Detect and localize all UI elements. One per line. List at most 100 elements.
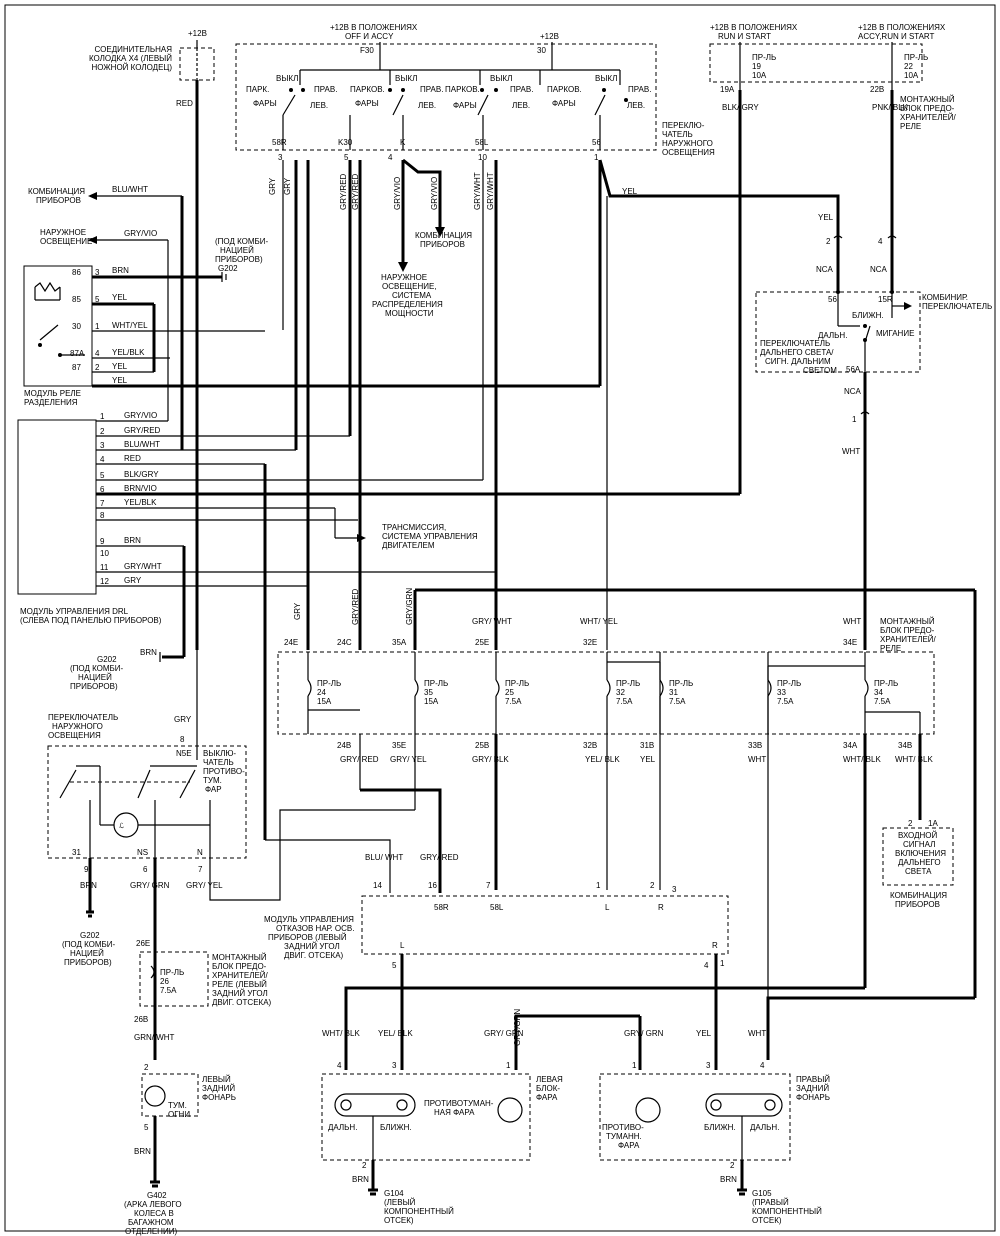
svg-text:1: 1 — [720, 959, 725, 968]
top-right-fuses: +12B В ПОЛОЖЕНИЯХ RUN И START +12B В ПОЛ… — [709, 23, 957, 494]
svg-text:WHT: WHT — [748, 1029, 766, 1038]
svg-text:КОМБИНАЦИЯ: КОМБИНАЦИЯ — [28, 187, 85, 196]
svg-text:WHT/ BLK: WHT/ BLK — [322, 1029, 360, 1038]
svg-text:GRY: GRY — [283, 177, 292, 195]
fuse-label: 35 — [424, 688, 433, 697]
instr-signal: 2 1A ВХОДНОЙ СИГНАЛ ВКЛЮЧЕНИЯ ДАЛЬНЕГО С… — [882, 819, 954, 909]
fuse-label: ПР-ЛЬ — [317, 679, 341, 688]
svg-text:K30: K30 — [338, 138, 353, 147]
rear-left-lamp: 2 ЛЕВЫЙ ЗАДНИЙ ФОНАРЬ ТУМ. ОГНИ 5 BRN G4… — [124, 1063, 236, 1236]
svg-text:87: 87 — [72, 363, 81, 372]
svg-text:БЛИЖН.: БЛИЖН. — [380, 1123, 412, 1132]
svg-text:5: 5 — [392, 961, 397, 970]
svg-text:N: N — [197, 848, 203, 857]
trans-dest: ТРАНСМИССИЯ, СИСТЕМА УПРАВЛЕНИЯ ДВИГАТЕЛ… — [96, 507, 478, 550]
svg-text:ЗАДНИЙ УГОЛ: ЗАДНИЙ УГОЛ — [284, 942, 340, 951]
svg-text:34E: 34E — [843, 638, 857, 647]
fuse-symbol — [659, 679, 664, 697]
fuse-symbol — [767, 679, 772, 697]
svg-text:ПРАВ.: ПРАВ. — [314, 85, 337, 94]
svg-text:ОСВЕЩЕНИЕ,: ОСВЕЩЕНИЕ, — [382, 282, 437, 291]
frame — [4, 4, 996, 1232]
svg-text:(ПРАВЫЙ: (ПРАВЫЙ — [752, 1198, 789, 1207]
drl-pin: 7 — [100, 499, 105, 508]
svg-text:ЗАДНИЙ УГОЛ: ЗАДНИЙ УГОЛ — [212, 989, 268, 998]
svg-text:КОЛОДКА X4 (ЛЕВЫЙ: КОЛОДКА X4 (ЛЕВЫЙ — [89, 54, 172, 63]
svg-text:58L: 58L — [475, 138, 489, 147]
drl-pin: 5 — [100, 471, 105, 480]
svg-text:СИГН. ДАЛЬНИМ: СИГН. ДАЛЬНИМ — [765, 357, 831, 366]
svg-text:ЛЕВЫЙ: ЛЕВЫЙ — [202, 1075, 231, 1084]
fuse-label: ПР-ЛЬ — [616, 679, 640, 688]
svg-text:L: L — [400, 941, 405, 950]
g202-lower: G202 (ПОД КОМБИ- НАЦИЕЙ ПРИБОРОВ) BRN — [70, 545, 186, 691]
svg-text:26B: 26B — [134, 1015, 148, 1024]
svg-text:ПЕРЕКЛЮЧАТЕЛЬ: ПЕРЕКЛЮЧАТЕЛЬ — [760, 339, 830, 348]
svg-text:ФОНАРЬ: ФОНАРЬ — [796, 1093, 830, 1102]
fuse-symbol — [606, 679, 611, 697]
svg-text:ТУМ.: ТУМ. — [203, 776, 222, 785]
svg-text:22B: 22B — [870, 85, 884, 94]
fuse-label: 7.5A — [874, 697, 891, 706]
svg-text:3: 3 — [706, 1061, 711, 1070]
drl-pin: 11 — [100, 563, 109, 572]
fuse-label: 15A — [424, 697, 439, 706]
svg-text:WHT: WHT — [843, 617, 861, 626]
svg-text:ФАРЫ: ФАРЫ — [552, 99, 576, 108]
svg-text:2: 2 — [908, 819, 913, 828]
svg-text:ДАЛЬН.: ДАЛЬН. — [818, 331, 847, 340]
drl-pin: 6 — [100, 485, 105, 494]
svg-text:10A: 10A — [752, 71, 767, 80]
svg-text:4: 4 — [388, 153, 393, 162]
svg-text:ВЫКЛ: ВЫКЛ — [595, 74, 617, 83]
svg-text:56: 56 — [592, 138, 601, 147]
fuse-label: 32 — [616, 688, 625, 697]
svg-text:56: 56 — [828, 295, 837, 304]
fuse-label: ПР-ЛЬ — [669, 679, 693, 688]
fuse-label: 7.5A — [669, 697, 686, 706]
svg-text:РАСПРЕДЕЛЕНИЯ: РАСПРЕДЕЛЕНИЯ — [372, 300, 443, 309]
drl-wire-label: GRY/WHT — [124, 562, 162, 571]
svg-text:ВЫКЛ: ВЫКЛ — [276, 74, 298, 83]
svg-text:МОДУЛЬ УПРАВЛЕНИЯ: МОДУЛЬ УПРАВЛЕНИЯ — [264, 915, 354, 924]
svg-text:ПРИБОРОВ: ПРИБОРОВ — [36, 196, 81, 205]
svg-text:ДАЛЬН.: ДАЛЬН. — [750, 1123, 779, 1132]
svg-text:ВХОДНОЙ: ВХОДНОЙ — [898, 831, 938, 840]
svg-text:КОЛЕСА В: КОЛЕСА В — [134, 1209, 174, 1218]
svg-text:ПРАВ.: ПРАВ. — [510, 85, 533, 94]
relay-module: 86 85 30 87A 87 3 5 1 4 2 BRN YEL WHT/YE… — [23, 265, 600, 407]
svg-text:КОМПОНЕНТНЫЙ: КОМПОНЕНТНЫЙ — [384, 1207, 454, 1216]
svg-text:BLU/ WHT: BLU/ WHT — [365, 853, 403, 862]
svg-text:ℒ: ℒ — [119, 822, 124, 830]
svg-text:ЗАДНИЙ: ЗАДНИЙ — [202, 1084, 235, 1093]
svg-text:СИГНАЛ: СИГНАЛ — [903, 840, 935, 849]
svg-text:30: 30 — [72, 322, 81, 331]
svg-text:ТУМАНН.: ТУМАНН. — [606, 1132, 642, 1141]
svg-text:ДАЛЬН.: ДАЛЬН. — [328, 1123, 357, 1132]
svg-text:ОТДЕЛЕНИИ): ОТДЕЛЕНИИ) — [125, 1227, 177, 1236]
svg-text:WHT: WHT — [748, 755, 766, 764]
fuse-symbol — [495, 679, 500, 697]
svg-text:+12B: +12B — [540, 32, 559, 41]
svg-text:НАРУЖНОЕ: НАРУЖНОЕ — [40, 228, 86, 237]
svg-text:СВЕТОМ: СВЕТОМ — [803, 366, 837, 375]
svg-text:ФАРА: ФАРА — [536, 1093, 558, 1102]
svg-text:GRY/RED: GRY/RED — [351, 588, 360, 625]
svg-text:K: K — [400, 138, 406, 147]
fog-switch: ПЕРЕКЛЮЧАТЕЛЬ НАРУЖНОГО ОСВЕЩЕНИЯ GRY 8 … — [47, 650, 415, 1060]
svg-text:ДВИГ. ОТСЕКА): ДВИГ. ОТСЕКА) — [284, 951, 344, 960]
svg-text:КОМБИНАЦИЯ: КОМБИНАЦИЯ — [415, 231, 472, 240]
svg-text:BRN: BRN — [352, 1175, 369, 1184]
svg-text:35E: 35E — [392, 741, 406, 750]
svg-text:56A: 56A — [846, 365, 861, 374]
svg-text:24C: 24C — [337, 638, 352, 647]
fuse-label: ПР-ЛЬ — [424, 679, 448, 688]
svg-text:34B: 34B — [898, 741, 912, 750]
svg-text:BRN: BRN — [140, 648, 157, 657]
svg-text:СОЕДИНИТЕЛЬНАЯ: СОЕДИНИТЕЛЬНАЯ — [95, 45, 173, 54]
svg-text:BRN: BRN — [720, 1175, 737, 1184]
svg-text:R: R — [712, 941, 718, 950]
svg-text:GRY/WHT: GRY/WHT — [473, 172, 482, 210]
svg-text:ОТКАЗОВ НАР. ОСВ.: ОТКАЗОВ НАР. ОСВ. — [276, 924, 354, 933]
